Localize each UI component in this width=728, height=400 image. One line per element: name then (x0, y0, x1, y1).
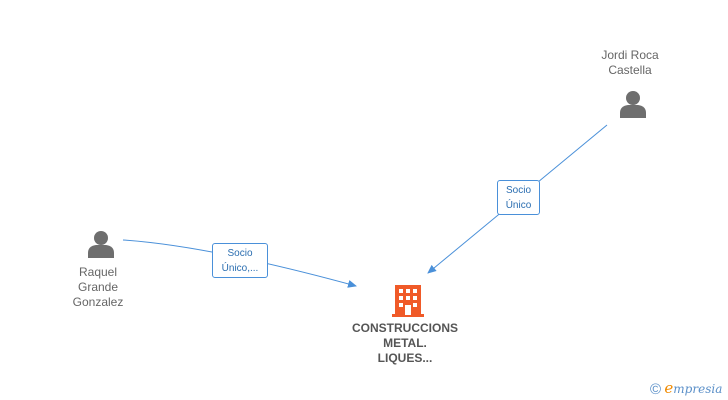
building-icon[interactable] (392, 283, 424, 317)
company-name-line: CONSTRUCCIONS (351, 321, 458, 335)
company-name-line: LIQUES... (377, 351, 433, 365)
edge-label-line: Único (505, 200, 532, 211)
empresia-watermark: © empresia (650, 379, 722, 398)
name-line: Castella (608, 63, 652, 77)
edge-label-socio-unico[interactable]: Socio Único (497, 180, 540, 215)
edge-label-line: Único,... (221, 263, 259, 274)
edge-label-socio-unico-ellipsis[interactable]: Socio Único,... (212, 243, 268, 278)
brand-initial: e (664, 379, 674, 397)
company-name[interactable]: CONSTRUCCIONS METAL. LIQUES... (345, 321, 465, 366)
name-line: Gonzalez (72, 295, 124, 309)
name-line: Jordi Roca (601, 48, 659, 62)
company-name-line: METAL. (383, 336, 427, 350)
name-line: Raquel (78, 265, 118, 279)
edge-label-line: Socio (227, 248, 253, 259)
copyright-symbol: © (650, 381, 662, 398)
person-name-jordi: Jordi Roca Castella (580, 48, 680, 78)
edge-label-line: Socio (505, 185, 531, 196)
person-name-raquel: Raquel Grande Gonzalez (48, 265, 148, 310)
brand-name: mpresia (673, 382, 723, 396)
person-icon[interactable] (618, 89, 648, 119)
name-line: Grande (77, 280, 119, 294)
person-icon[interactable] (86, 229, 116, 259)
